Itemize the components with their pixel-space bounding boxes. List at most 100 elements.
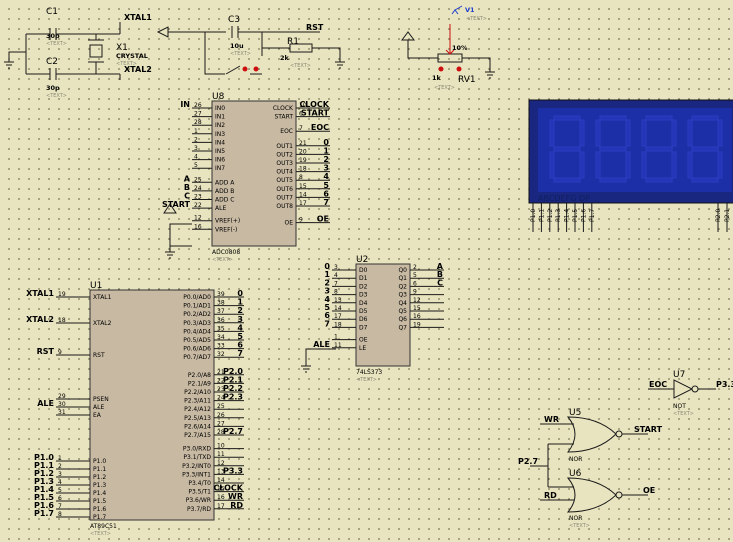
u1-pin-number: 6 xyxy=(58,495,62,502)
u1-pin-name: P1.5 xyxy=(93,498,106,505)
lcd-net-label: P1.6 xyxy=(580,209,587,222)
u1-pin-number: 16 xyxy=(217,494,225,501)
rv1-text-tag: <TEXT> xyxy=(434,85,455,91)
u8-pin-name: OUT2 xyxy=(276,151,293,158)
u2-net-label: 7 xyxy=(324,319,330,328)
u2-body xyxy=(355,263,411,367)
u1-pin-number: 10 xyxy=(217,443,225,450)
u1-pin-name: P3.3/INT1 xyxy=(182,471,211,478)
u1-pin-number: 36 xyxy=(217,317,225,324)
u2-pin-number: 5 xyxy=(413,272,417,279)
u8-net-label: 0 xyxy=(323,138,329,147)
u8-net-label: START xyxy=(301,109,330,118)
u2-pin-name: D5 xyxy=(359,308,368,315)
u2-net-label: 2 xyxy=(324,278,330,287)
u2-pin-name: Q1 xyxy=(398,275,407,282)
u8-net-label: 4 xyxy=(323,172,329,181)
u2-pin-number: 13 xyxy=(334,297,342,304)
gate-u6-nor[interactable] xyxy=(566,477,617,513)
u1-pin-name: P3.5/T1 xyxy=(188,489,211,496)
u1-pin-number: 37 xyxy=(217,308,225,315)
u8-pin-name: VREF(-) xyxy=(215,226,237,233)
x1-value: CRYSTAL xyxy=(116,52,148,60)
u2-pin-name: D7 xyxy=(359,324,368,331)
chip-u2-74ls373[interactable] xyxy=(355,263,411,367)
u1-pin-name: P1.4 xyxy=(93,490,106,497)
u1-pin-number: 33 xyxy=(217,343,225,350)
u1-pin-name: P2.2/A10 xyxy=(184,389,211,396)
u2-ref: U2 xyxy=(356,255,368,265)
u1-pin-name: P0.4/AD4 xyxy=(183,328,211,335)
u1-pin-name: P0.2/AD2 xyxy=(183,311,211,318)
u7-text-tag: <TEXT> xyxy=(673,411,694,417)
gate-u5-nor[interactable] xyxy=(566,416,617,453)
u8-pin-name: CLOCK xyxy=(273,105,294,112)
u8-net-label: EOC xyxy=(311,123,329,132)
seven-segment-display[interactable]: ABCDEFG DP xyxy=(528,99,733,204)
u1-pin-number: 19 xyxy=(58,291,66,298)
gate-u7-not[interactable] xyxy=(673,379,694,399)
lcd-segment xyxy=(595,119,601,147)
ground-symbol-crystal xyxy=(4,61,14,69)
lcd-segment xyxy=(687,151,693,179)
u1-pin-name: P3.1/TXD xyxy=(183,454,211,461)
chip-u8-adc0808[interactable] xyxy=(211,100,297,247)
u1-pin-name: P2.1/A9 xyxy=(188,380,211,387)
u8-net-label: 3 xyxy=(323,164,329,173)
u1-net-label: 3 xyxy=(237,315,243,324)
u1-pin-name: P2.4/A12 xyxy=(184,406,211,413)
reset-switch-terminal xyxy=(242,66,248,72)
reset-switch[interactable] xyxy=(225,65,241,75)
u2-pin-name: D0 xyxy=(359,267,368,274)
u8-net-label: B xyxy=(184,183,190,192)
pot-adjust-right[interactable] xyxy=(456,66,462,72)
u1-pin-number: 2 xyxy=(58,463,62,470)
u5-input-label: WR xyxy=(544,415,559,424)
capacitor-c2-symbol[interactable] xyxy=(26,68,120,80)
u8-pin-name: OUT5 xyxy=(276,177,293,184)
u8-net-label: OE xyxy=(317,215,329,224)
u8-pin-name: IN3 xyxy=(215,131,225,138)
u1-pin-number: 29 xyxy=(58,393,66,400)
c2-ref: C2 xyxy=(46,57,58,67)
u2-pin-number: 15 xyxy=(413,305,421,312)
u1-pin-name: P3.7/RD xyxy=(187,506,211,513)
lcd-segment xyxy=(625,151,631,179)
u8-pin-number: 21 xyxy=(299,140,307,147)
crystal-x1-symbol[interactable] xyxy=(88,34,104,74)
lcd-segment xyxy=(717,151,723,179)
u1-pin-number: 27 xyxy=(217,420,225,427)
u8-pin-name: IN0 xyxy=(215,105,225,112)
u8-pin-number: 2 xyxy=(194,136,198,143)
u2-pin-name: Q4 xyxy=(398,300,407,307)
u1-pin-number: 24 xyxy=(217,395,225,402)
u8-pin-name: IN6 xyxy=(215,157,225,164)
capacitor-c1-symbol[interactable] xyxy=(26,28,120,40)
resistor-r1-symbol[interactable] xyxy=(289,43,313,53)
chip-u1-at89c51[interactable] xyxy=(89,289,215,521)
r1-ref: R1 xyxy=(287,37,299,47)
pot-adjust-left[interactable] xyxy=(438,66,444,72)
u1-net-label: XTAL2 xyxy=(26,315,54,324)
lcd-net-label: P1.4 xyxy=(564,209,571,222)
u1-pin-number: 18 xyxy=(58,317,66,324)
u1-pin-name: P1.1 xyxy=(93,466,106,473)
u1-pin-number: 3 xyxy=(58,471,62,478)
u8-pin-number: 7 xyxy=(299,125,303,132)
lcd-segment xyxy=(671,119,677,147)
u1-pin-number: 9 xyxy=(58,349,62,356)
u1-net-label: P2.3 xyxy=(223,393,243,402)
u6-inverter-bubble xyxy=(615,491,623,499)
u1-pin-number: 1 xyxy=(58,455,62,462)
u1-pin-name: P3.0/RXD xyxy=(183,446,211,453)
u1-pin-name: XTAL1 xyxy=(93,294,112,301)
u1-pin-name: P1.2 xyxy=(93,474,106,481)
u8-net-label: IN xyxy=(180,100,190,109)
u8-net-label: A xyxy=(184,174,191,183)
u5-output-label: START xyxy=(634,425,663,434)
potentiometer-rv1-symbol[interactable] xyxy=(437,53,463,63)
u8-pin-name: IN7 xyxy=(215,165,225,172)
